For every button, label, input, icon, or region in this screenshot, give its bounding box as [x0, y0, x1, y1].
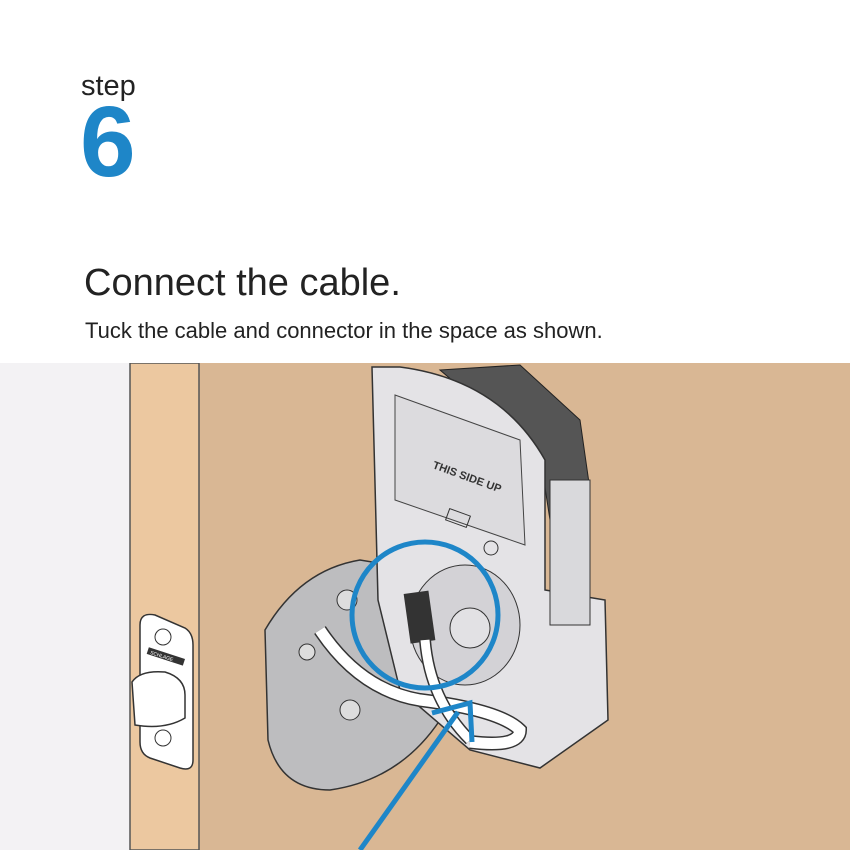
step-number: 6: [80, 86, 136, 198]
lock-installation-illustration: SCHLAGE THIS SIDE UP: [0, 363, 850, 850]
door-edge: [129, 363, 200, 850]
step-label: step: [81, 70, 136, 102]
instruction-text: Tuck the cable and connector in the spac…: [85, 318, 603, 343]
pointer-arrow: [357, 710, 461, 850]
arrow-head: [431, 699, 475, 743]
page-title: Connect the cable.: [84, 262, 401, 304]
cable-connector: [403, 590, 436, 644]
wall: [0, 363, 130, 850]
highlight-circle: [349, 539, 501, 691]
latch-plate: SCHLAGE: [131, 613, 194, 770]
